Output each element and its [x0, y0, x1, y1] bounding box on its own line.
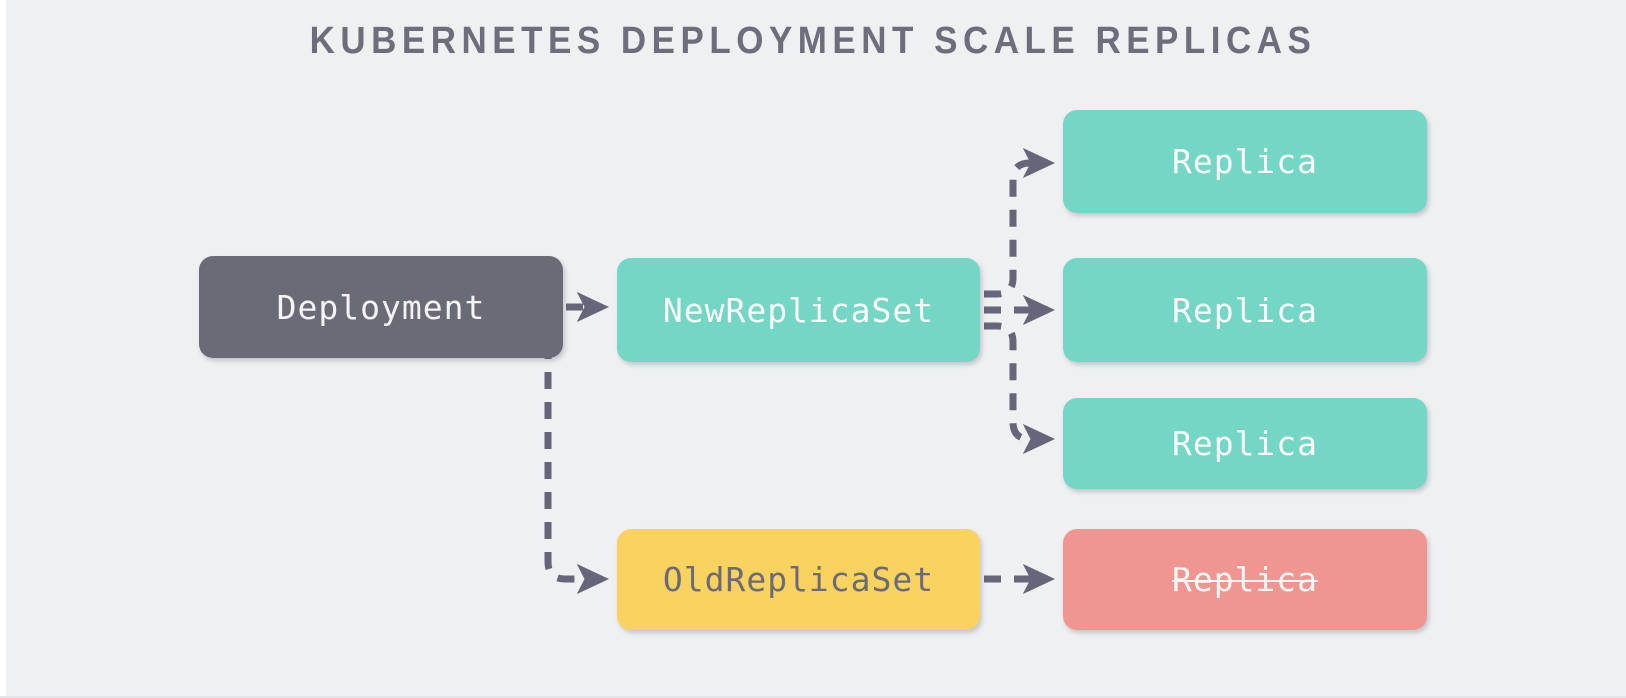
node-deployment[interactable]: Deployment: [199, 256, 563, 358]
edge-new-replicaset-to-replica-1: [984, 147, 1056, 298]
node-old-replicaset-label: OldReplicaSet: [662, 560, 935, 599]
node-replica-2[interactable]: Replica: [1063, 258, 1427, 362]
edge-new-replicaset-to-replica-3: [984, 322, 1056, 455]
node-replica-1-label: Replica: [1171, 142, 1319, 181]
node-new-replicaset[interactable]: NewReplicaSet: [617, 258, 980, 362]
page-title: KUBERNETES DEPLOYMENT SCALE REPLICAS: [309, 20, 1317, 62]
node-replica-terminating-label: Replica: [1171, 560, 1319, 599]
node-old-replicaset[interactable]: OldReplicaSet: [617, 529, 980, 630]
node-replica-1[interactable]: Replica: [1063, 110, 1427, 213]
node-replica-2-label: Replica: [1171, 290, 1319, 330]
node-replica-3[interactable]: Replica: [1063, 398, 1427, 489]
node-replica-3-label: Replica: [1171, 424, 1319, 463]
bottom-edge-hairline: [0, 696, 1626, 698]
node-replica-terminating[interactable]: Replica: [1063, 529, 1427, 630]
node-deployment-label: Deployment: [276, 287, 486, 327]
node-new-replicaset-label: NewReplicaSet: [662, 290, 935, 330]
left-edge-gutter: [0, 0, 6, 698]
